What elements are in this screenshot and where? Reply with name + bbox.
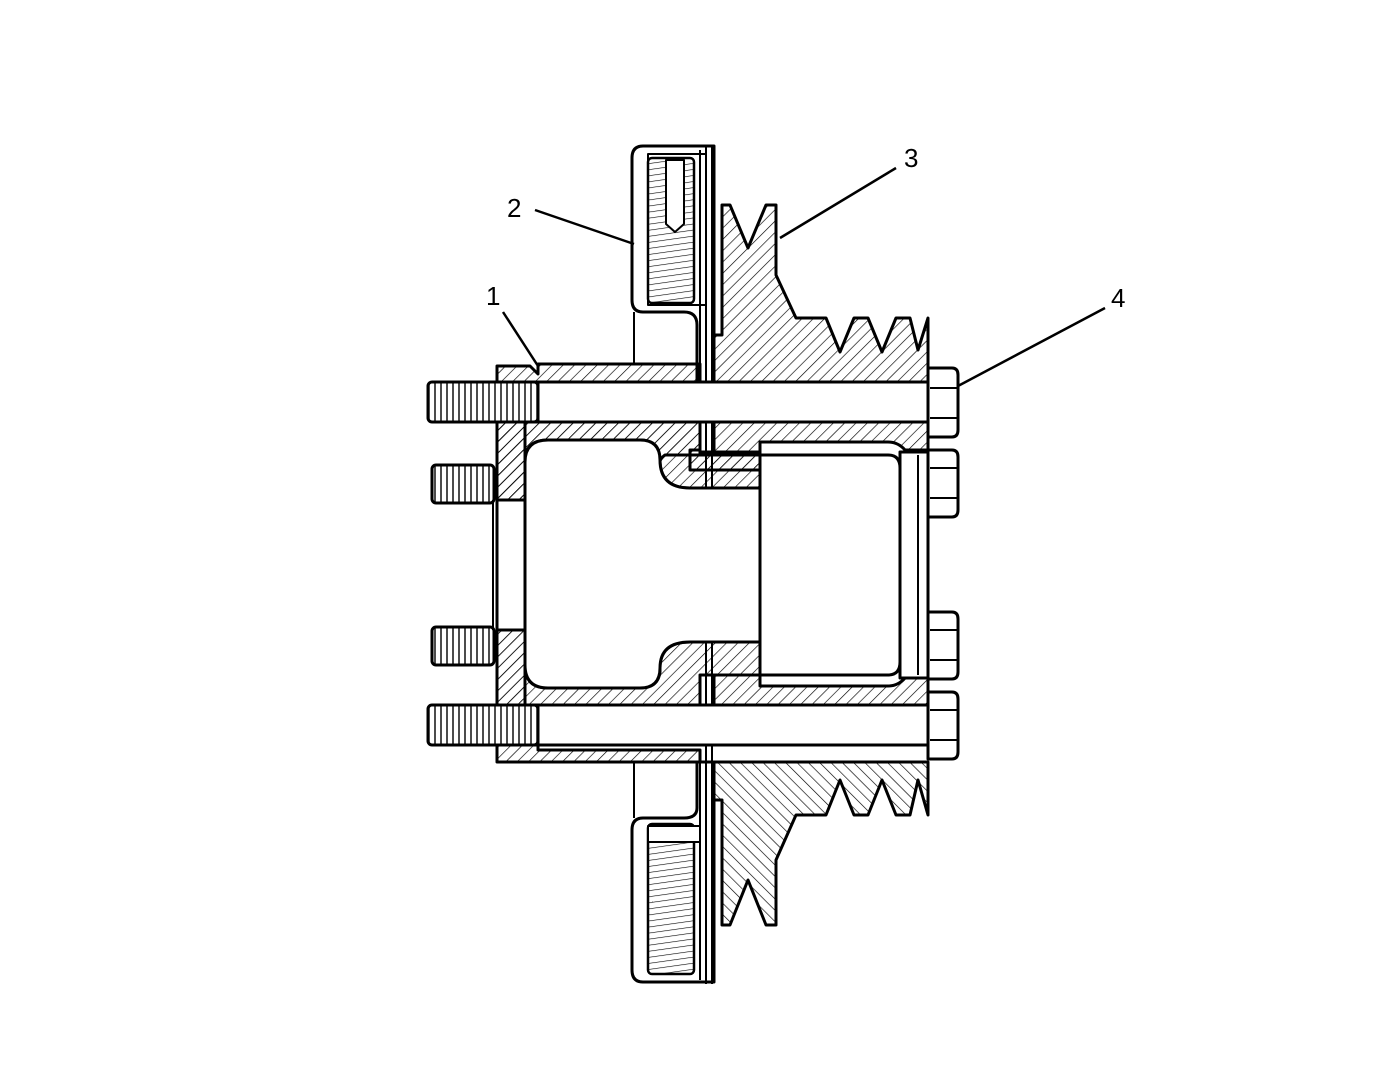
damper-ring-part-2: [630, 144, 716, 984]
bolt-head-lower: [926, 690, 960, 761]
leader-lines: [501, 166, 1106, 388]
callout-labels: 1 2 3 4: [486, 143, 1125, 313]
bolt-head-mid-upper: [926, 448, 960, 519]
callout-4: 4: [1111, 283, 1125, 313]
bolt-head-mid-lower: [926, 610, 960, 681]
leader-1: [501, 311, 540, 367]
leader-2: [534, 208, 635, 246]
callout-1: 1: [486, 281, 500, 311]
leader-3: [779, 166, 897, 240]
hub-inner-cavity: [523, 438, 930, 690]
callout-3: 3: [904, 143, 918, 173]
bolt-bores: [536, 380, 930, 747]
bolt-head-upper: [926, 366, 960, 439]
bolts-part-4: [426, 366, 960, 761]
callout-2: 2: [507, 193, 521, 223]
leader-4: [957, 306, 1106, 388]
